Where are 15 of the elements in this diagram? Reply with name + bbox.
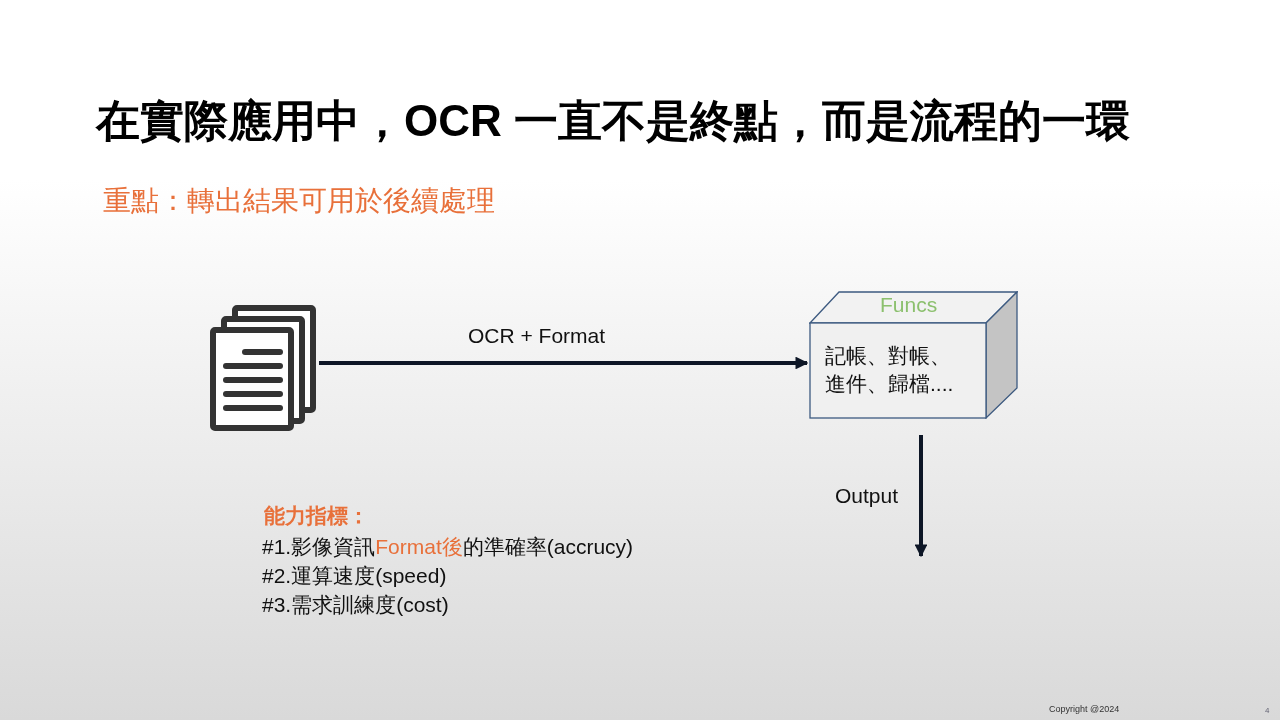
copyright-text: Copyright @2024 — [1049, 704, 1120, 714]
list-heading: 能力指標： — [264, 503, 369, 529]
slide-title: 在實際應用中，OCR 一直不是終點，而是流程的一環 — [96, 95, 1130, 147]
list-item: #2.運算速度(speed) — [262, 563, 447, 589]
page-number: 4 — [1265, 706, 1270, 715]
subtitle: 重點：轉出結果可用於後續處理 — [103, 184, 495, 218]
box-text: 記帳、對帳、進件、歸檔.... — [825, 343, 955, 397]
arrow — [319, 356, 809, 370]
arrow — [914, 435, 928, 558]
edge-label: Output — [835, 484, 899, 508]
list-item: #3.需求訓練度(cost) — [262, 592, 449, 618]
documents-icon — [210, 304, 317, 431]
box-heading: Funcs — [880, 293, 938, 317]
list-item: #1.影像資訊Format後的準確率(accrucy) — [262, 534, 634, 560]
edge-label: OCR + Format — [468, 324, 606, 348]
